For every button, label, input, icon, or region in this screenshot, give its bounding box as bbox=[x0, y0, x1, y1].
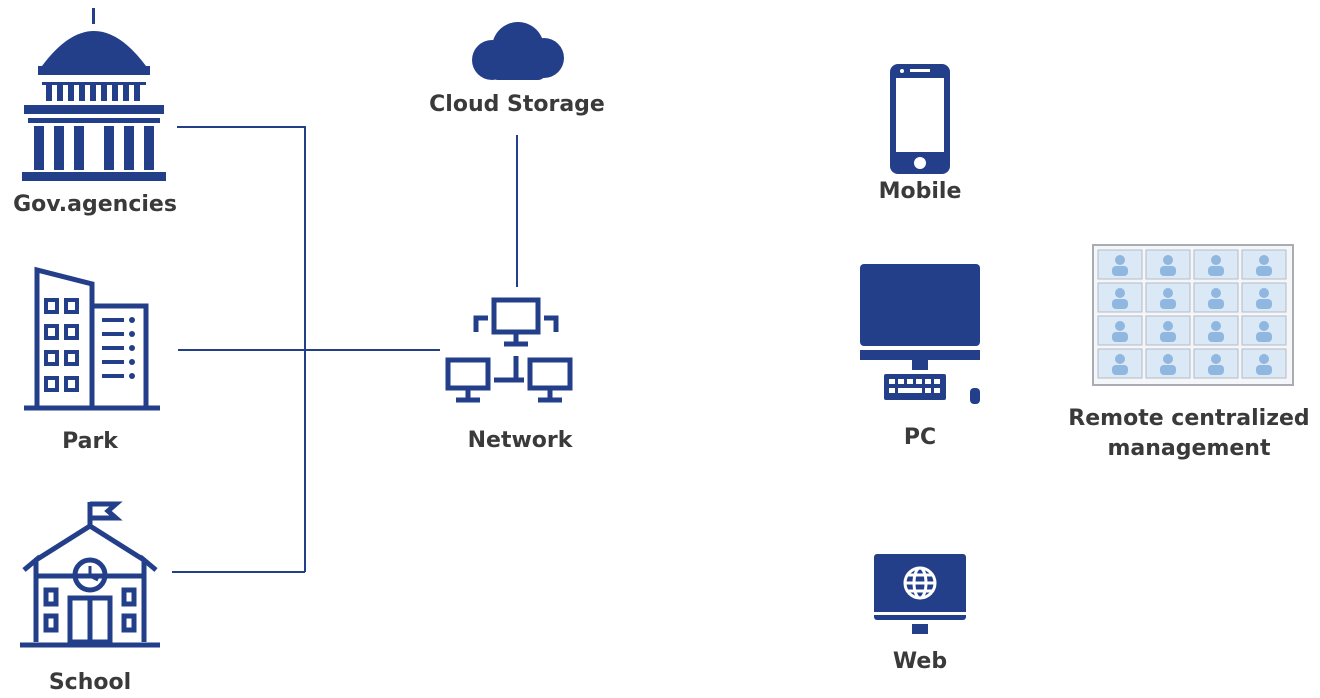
video-tile bbox=[1097, 348, 1143, 379]
cloud-icon bbox=[472, 22, 564, 80]
remote-management-label-line1: Remote centralized bbox=[1068, 406, 1310, 431]
video-tile bbox=[1241, 282, 1287, 313]
network-node bbox=[442, 292, 582, 412]
pc-node bbox=[858, 262, 988, 410]
video-tile bbox=[1145, 282, 1191, 313]
video-tile bbox=[1241, 315, 1287, 346]
pc-label: PC bbox=[903, 425, 937, 450]
video-tile bbox=[1097, 315, 1143, 346]
video-tile bbox=[1145, 315, 1191, 346]
gov-agencies-label: Gov.agencies bbox=[13, 192, 177, 217]
office-building-icon bbox=[24, 266, 160, 411]
park-label: Park bbox=[62, 429, 118, 454]
school-node bbox=[18, 500, 163, 650]
video-tile bbox=[1193, 282, 1239, 313]
capitol-building-icon bbox=[22, 8, 166, 181]
cloud-storage-node bbox=[468, 22, 568, 80]
network-computers-icon bbox=[445, 297, 573, 403]
desktop-computer-icon bbox=[860, 264, 980, 404]
video-tile bbox=[1193, 249, 1239, 280]
mobile-label: Mobile bbox=[878, 179, 962, 204]
video-tile bbox=[1241, 249, 1287, 280]
web-monitor-icon bbox=[874, 554, 966, 634]
smartphone-icon bbox=[890, 64, 950, 174]
park-node bbox=[20, 266, 165, 414]
school-building-icon bbox=[20, 501, 160, 648]
network-label: Network bbox=[467, 428, 573, 453]
line-gov-to-trunk bbox=[177, 126, 306, 572]
remote-management-label: Remote centralized management bbox=[1058, 404, 1320, 463]
video-tile bbox=[1193, 348, 1239, 379]
video-tile bbox=[1241, 348, 1287, 379]
mobile-node bbox=[888, 62, 952, 176]
gov-agencies-node bbox=[22, 8, 167, 188]
cloud-storage-label: Cloud Storage bbox=[429, 92, 605, 117]
remote-management-label-line2: management bbox=[1107, 435, 1271, 461]
video-tile bbox=[1193, 315, 1239, 346]
school-label: School bbox=[48, 670, 132, 695]
video-wall-icon bbox=[1092, 244, 1294, 386]
video-tile bbox=[1097, 282, 1143, 313]
web-node bbox=[874, 554, 966, 636]
web-label: Web bbox=[892, 649, 948, 674]
video-tile bbox=[1145, 348, 1191, 379]
video-tile bbox=[1097, 249, 1143, 280]
video-tile bbox=[1145, 249, 1191, 280]
remote-management-node bbox=[1092, 244, 1294, 386]
